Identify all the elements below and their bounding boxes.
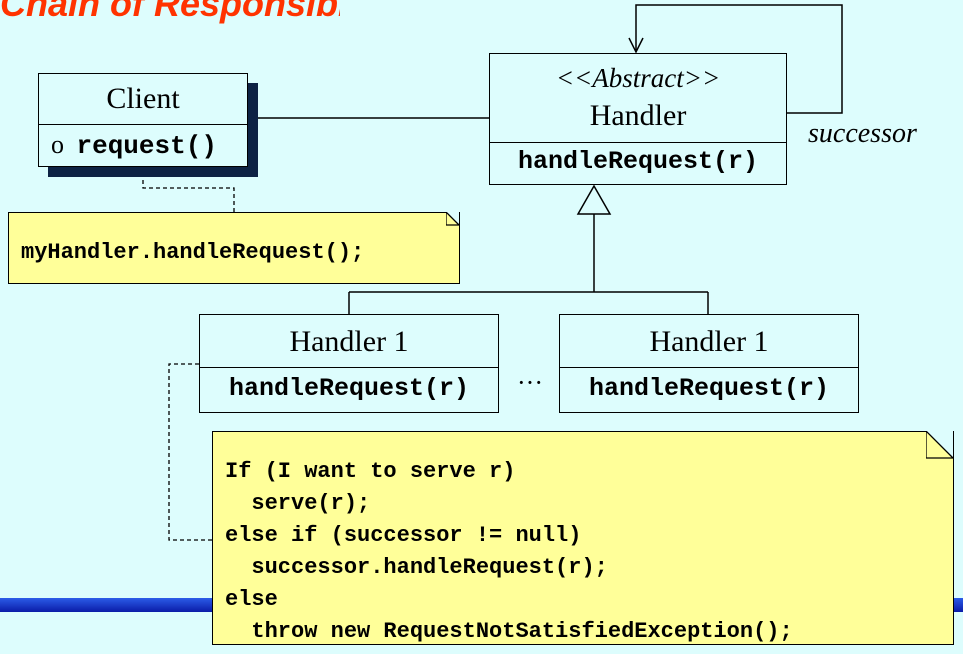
successor-arrowhead <box>628 37 644 54</box>
code-line: throw new RequestNotSatisfiedException()… <box>225 619 793 644</box>
successor-label: successor <box>808 118 917 149</box>
client-operation-row: o request() <box>39 124 247 167</box>
code-line: else <box>225 587 278 612</box>
client-operation: request() <box>76 131 217 161</box>
concrete-handler-left-operation: handleRequest(r) <box>200 367 498 413</box>
successor-association <box>635 4 843 114</box>
concrete-handler-left[interactable]: Handler 1 handleRequest(r) <box>199 314 499 413</box>
operation-bullet: o <box>51 130 64 159</box>
concrete-handler-right-operation: handleRequest(r) <box>560 367 858 413</box>
client-class[interactable]: Client o request() <box>38 73 248 167</box>
note-fold-icon <box>446 212 460 226</box>
concrete-handler-right[interactable]: Handler 1 handleRequest(r) <box>559 314 859 413</box>
client-note-anchor <box>142 166 235 212</box>
code-line: If (I want to serve r) <box>225 459 516 484</box>
concrete-handler-left-name: Handler 1 <box>289 325 409 358</box>
handler-note: If (I want to serve r) serve(r); else if… <box>212 431 954 645</box>
code-line: else if (successor != null) <box>225 523 582 548</box>
note-fold-icon <box>926 431 954 459</box>
handler-class[interactable]: <<Abstract>> Handler handleRequest(r) <box>489 53 787 185</box>
code-line: serve(r); <box>225 491 371 516</box>
handler-note-anchor <box>168 363 212 541</box>
handler-stereotype: <<Abstract>> <box>555 63 721 93</box>
handler-note-code: If (I want to serve r) serve(r); else if… <box>225 456 793 648</box>
inheritance-triangle <box>576 184 612 215</box>
concrete-handler-right-name: Handler 1 <box>649 325 769 358</box>
client-note-text: myHandler.handleRequest(); <box>21 240 365 265</box>
handler-operation: handleRequest(r) <box>490 142 786 185</box>
slide-title: Chain of Responsibility <box>0 0 340 24</box>
handler-name: Handler <box>589 99 687 132</box>
client-note: myHandler.handleRequest(); <box>8 212 460 284</box>
client-name: Client <box>106 82 180 115</box>
code-line: successor.handleRequest(r); <box>225 555 608 580</box>
ellipsis: ··· <box>517 368 543 397</box>
